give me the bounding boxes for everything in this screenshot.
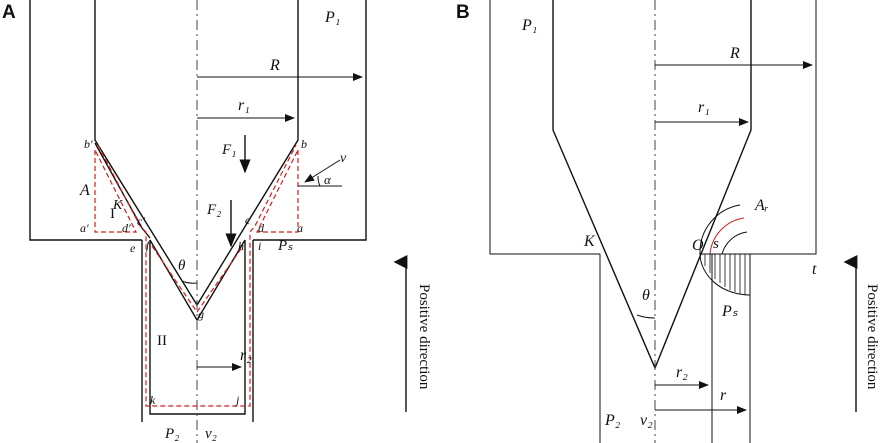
- point-h: h: [238, 239, 244, 253]
- label-R-a: R: [269, 57, 280, 74]
- point-d: d: [258, 221, 265, 235]
- Ps-region: [699, 253, 751, 296]
- point-e: e: [130, 241, 136, 255]
- label-P2-b: P₂: [604, 412, 621, 429]
- label-r2-a: r₂: [240, 347, 252, 364]
- theta-arc-b: [636, 314, 656, 319]
- label-r1-a: r₁: [238, 97, 250, 114]
- label-region-A: A: [79, 182, 90, 199]
- theta-arc-a: [181, 280, 198, 284]
- point-j: j: [234, 393, 240, 407]
- v-arrow: [304, 159, 341, 183]
- inner-cone-right: [196, 239, 246, 321]
- Ar-arc-outer: [699, 204, 741, 255]
- label-theta-a: θ: [178, 258, 186, 274]
- panel-b: B: [456, 0, 880, 443]
- point-b: b: [301, 137, 307, 151]
- point-b-prime: b′: [84, 137, 93, 151]
- label-O: O: [692, 237, 704, 254]
- label-r-b: r: [720, 387, 727, 404]
- cone-inner-boundary: [151, 245, 244, 314]
- positive-direction-label-a: Positive direction: [416, 284, 432, 390]
- point-k: k: [150, 393, 156, 407]
- label-alpha: α: [324, 172, 332, 187]
- plate-left-wall: [489, 0, 600, 255]
- label-v2-b: v₂: [640, 412, 653, 429]
- panel-a-letter: A: [2, 2, 16, 23]
- label-K-a: K: [112, 198, 123, 213]
- label-r2-b: r₂: [676, 364, 688, 381]
- label-Ps-a: Pₛ: [277, 238, 293, 254]
- label-v2-a: v₂: [205, 426, 217, 442]
- alpha-arc: [317, 175, 321, 187]
- point-a-prime: a′: [80, 221, 89, 235]
- positive-direction-label-b: Positive direction: [864, 284, 880, 390]
- panel-a: A Positive direction P₁: [2, 0, 432, 443]
- point-d-prime: d′: [122, 221, 131, 235]
- label-theta-b: θ: [642, 287, 650, 304]
- label-F2: F₂: [206, 202, 221, 218]
- label-F1: F₁: [221, 142, 236, 158]
- region-right-boundary: [256, 149, 299, 233]
- cone-left-edge: [94, 142, 151, 239]
- label-Ps-b: Pₛ: [721, 303, 739, 320]
- point-c-prime: c′: [137, 214, 145, 228]
- label-s: s: [713, 236, 719, 252]
- label-R-b: R: [729, 45, 740, 62]
- point-g: g: [198, 307, 204, 321]
- Ps-hatching: [704, 254, 746, 295]
- panel-b-letter: B: [456, 2, 470, 23]
- label-P1-a: P₁: [324, 9, 340, 26]
- Ar-arc-inner: [721, 231, 748, 255]
- Ar-arc-red: [709, 217, 745, 255]
- inner-cone-left: [149, 239, 198, 321]
- outer-wall-left: [29, 0, 142, 241]
- label-region-I: I: [110, 206, 115, 222]
- label-r1-b: r₁: [698, 99, 710, 116]
- region-I-II-boundary: [97, 144, 297, 407]
- label-P2-a: P₂: [164, 426, 179, 442]
- label-t: t: [812, 261, 817, 278]
- plate-right-wall: [750, 0, 817, 255]
- point-a: a: [297, 221, 303, 235]
- label-Ar: Aᵣ: [754, 197, 769, 214]
- point-c: c: [245, 213, 251, 227]
- label-v-a: v: [340, 151, 347, 166]
- point-i: i: [258, 239, 261, 253]
- label-K-b: K: [583, 233, 596, 250]
- outer-wall-right: [253, 0, 367, 241]
- label-P1-b: P₁: [521, 17, 537, 34]
- point-f: f: [146, 238, 151, 252]
- label-region-II: II: [157, 333, 167, 349]
- region-A-boundary: [94, 149, 137, 233]
